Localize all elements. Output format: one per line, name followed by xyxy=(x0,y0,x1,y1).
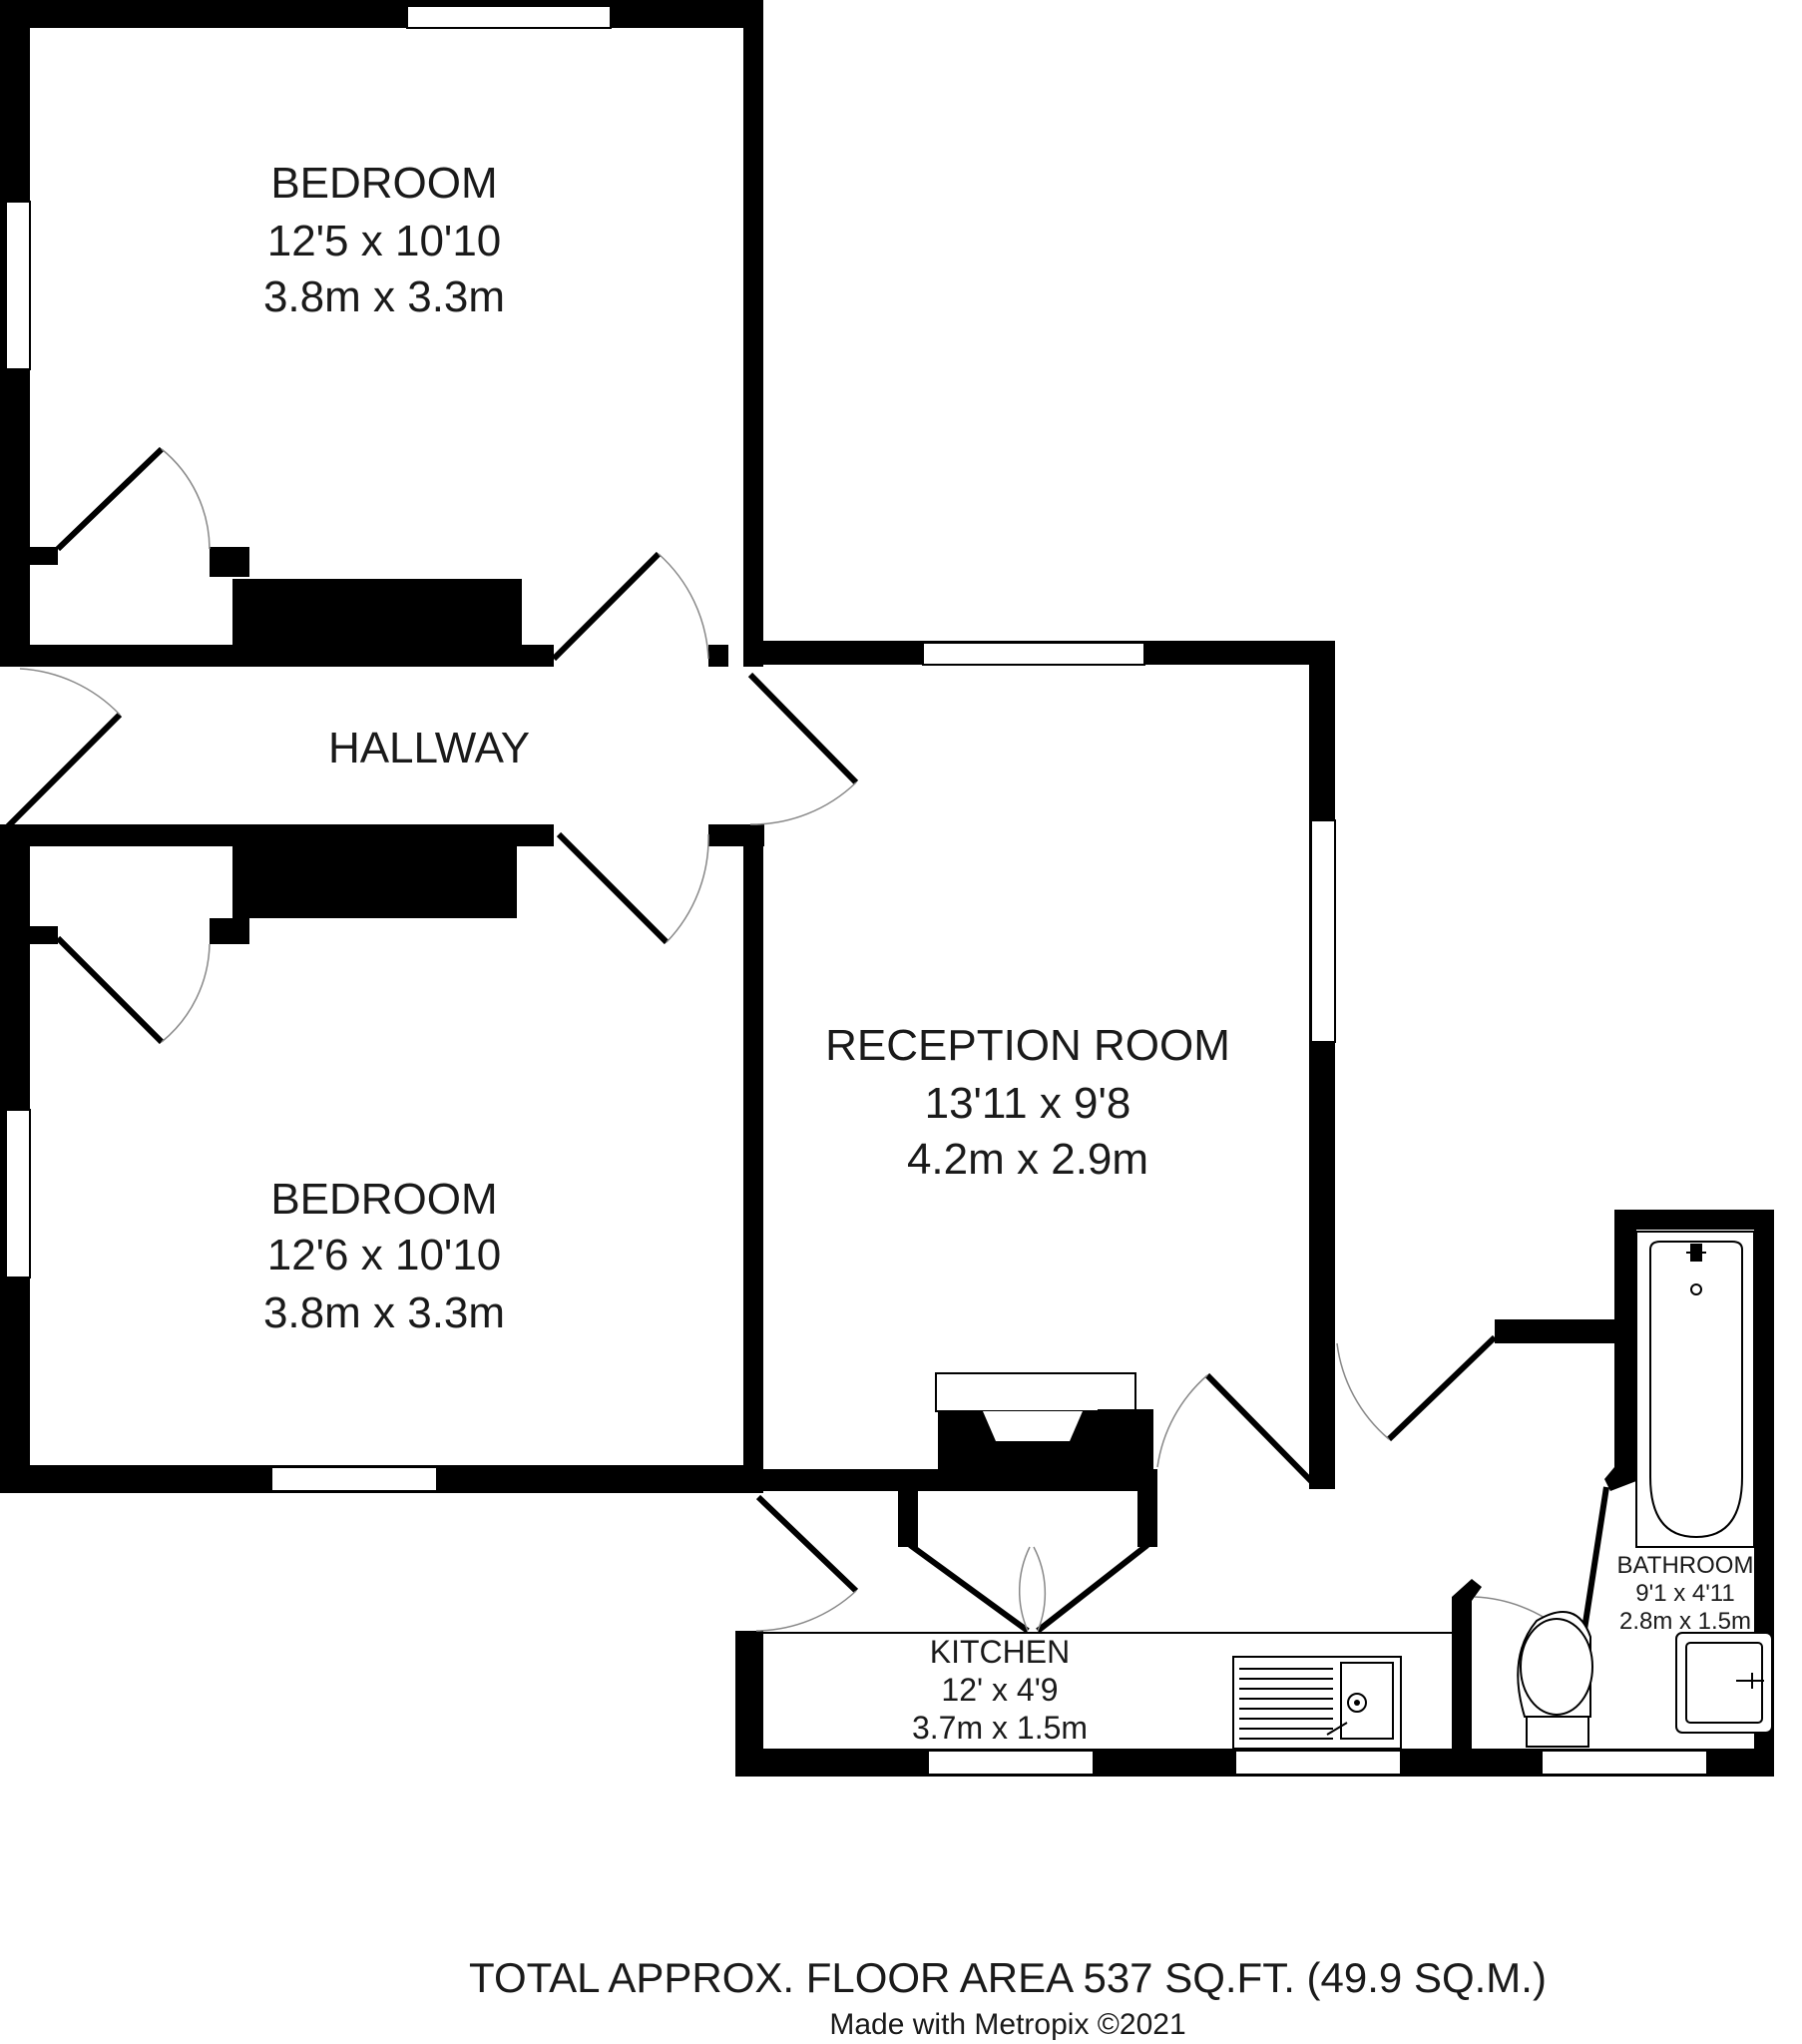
room-hallway: HALLWAY xyxy=(328,724,530,772)
kitchen-metric: 3.7m x 1.5m xyxy=(912,1710,1088,1746)
bathroom-name: BATHROOM xyxy=(1617,1552,1754,1579)
bathroom-metric: 2.8m x 1.5m xyxy=(1619,1608,1751,1635)
reception-metric: 4.2m x 2.9m xyxy=(907,1135,1148,1184)
windows xyxy=(5,5,1708,1776)
bedroom-1-name: BEDROOM xyxy=(270,159,497,208)
bedroom-1-imperial: 12'5 x 10'10 xyxy=(267,217,502,265)
walls xyxy=(0,0,1774,1777)
room-kitchen: KITCHEN 12' x 4'9 3.7m x 1.5m xyxy=(912,1634,1088,1746)
reception-name: RECEPTION ROOM xyxy=(825,1021,1230,1070)
bathtub xyxy=(1635,1231,1755,1548)
hallway-name: HALLWAY xyxy=(328,724,530,772)
bedroom-2-imperial: 12'6 x 10'10 xyxy=(267,1231,502,1279)
room-bathroom: BATHROOM 9'1 x 4'11 2.8m x 1.5m xyxy=(1617,1552,1754,1635)
room-bedroom-1: BEDROOM 12'5 x 10'10 3.8m x 3.3m xyxy=(263,159,505,321)
room-bedroom-2: BEDROOM 12'6 x 10'10 3.8m x 3.3m xyxy=(263,1175,505,1337)
metropix-credit: Made with Metropix ©2021 xyxy=(829,2008,1185,2041)
reception-imperial: 13'11 x 9'8 xyxy=(925,1079,1131,1128)
total-floor-area: TOTAL APPROX. FLOOR AREA 537 SQ.FT. (49.… xyxy=(469,1954,1547,2001)
bathroom-basin xyxy=(1675,1632,1773,1734)
room-reception: RECEPTION ROOM 13'11 x 9'8 4.2m x 2.9m xyxy=(825,1021,1230,1184)
kitchen-imperial: 12' x 4'9 xyxy=(941,1672,1058,1708)
bedroom-2-metric: 3.8m x 3.3m xyxy=(263,1288,505,1337)
doors xyxy=(5,446,1609,1650)
bedroom-1-metric: 3.8m x 3.3m xyxy=(263,272,505,321)
toilet xyxy=(1517,1611,1593,1748)
kitchen-name: KITCHEN xyxy=(930,1634,1070,1670)
kitchen-sink xyxy=(1232,1656,1402,1750)
bedroom-2-name: BEDROOM xyxy=(270,1175,497,1224)
bathroom-imperial: 9'1 x 4'11 xyxy=(1635,1580,1734,1607)
